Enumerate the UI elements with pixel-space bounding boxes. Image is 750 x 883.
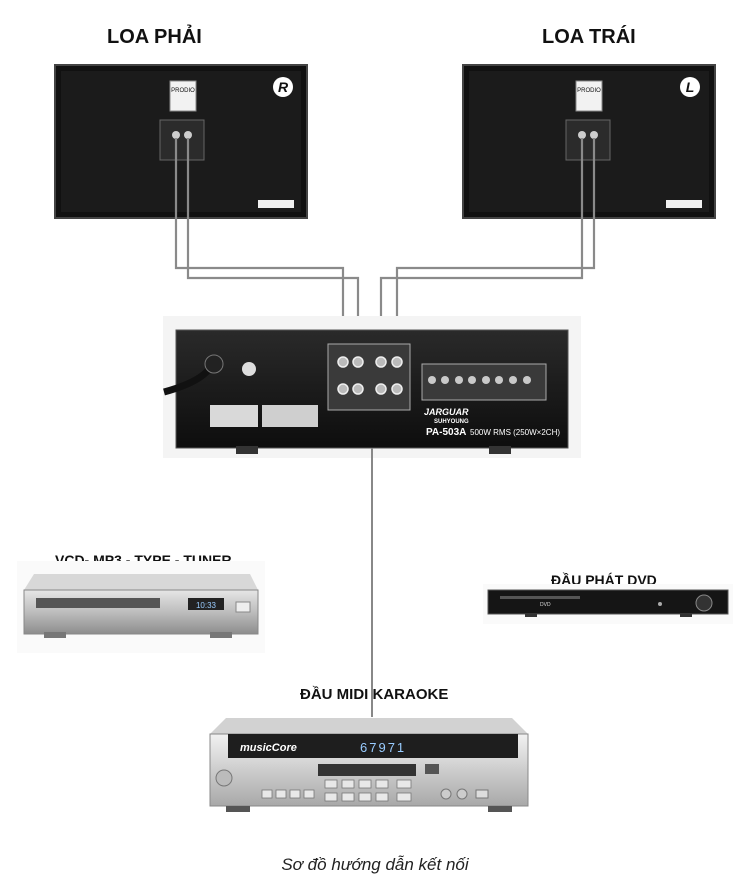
amplifier: JARGUAR SUHYOUNG PA-503A 500W RMS (250W×… <box>163 316 581 458</box>
svg-text:10:33: 10:33 <box>196 601 217 610</box>
svg-text:R: R <box>278 79 289 95</box>
amp-sub-brand: SUHYOUNG <box>434 419 469 425</box>
svg-text:PRODIO: PRODIO <box>577 88 601 94</box>
speaker-cables <box>174 138 596 350</box>
speaker-terminal <box>159 119 205 161</box>
diagram-caption: Sơ đồ hướng dẫn kết nối <box>281 855 469 874</box>
amp-brand: JARGUAR <box>424 407 469 417</box>
speaker-spec-label <box>169 80 197 112</box>
amp-rating: 500W RMS (250W×2CH) <box>470 428 560 437</box>
speaker-brand: PRODIO <box>171 88 195 94</box>
midi-display: 67971 <box>360 740 406 755</box>
volume-knob <box>695 594 713 612</box>
right-speaker: PRODIO R <box>54 64 308 219</box>
left-speaker-label: LOA TRÁI <box>542 26 636 48</box>
svg-text:L: L <box>686 79 695 95</box>
disc-tray <box>36 598 160 608</box>
speaker-terminal <box>565 119 611 161</box>
midi-karaoke-player: musicCore 67971 <box>209 718 529 812</box>
dvd-player: DVD <box>483 584 733 624</box>
amp-model: PA-503A <box>426 427 466 438</box>
vcd-player: 10:33 <box>17 561 265 653</box>
right-badge <box>273 77 293 97</box>
midi-disc-tray <box>318 764 416 776</box>
keypad <box>261 779 412 802</box>
speaker-spec-label <box>575 80 603 112</box>
midi-karaoke-label: ĐẦU MIDI KARAOKE <box>300 686 449 703</box>
left-speaker: PRODIO L <box>462 64 716 219</box>
dvd-logo: DVD <box>540 602 551 608</box>
left-badge <box>680 77 700 97</box>
vcd-display <box>188 598 224 610</box>
midi-brand: musicCore <box>240 742 297 754</box>
right-speaker-label: LOA PHẢI <box>107 26 202 48</box>
